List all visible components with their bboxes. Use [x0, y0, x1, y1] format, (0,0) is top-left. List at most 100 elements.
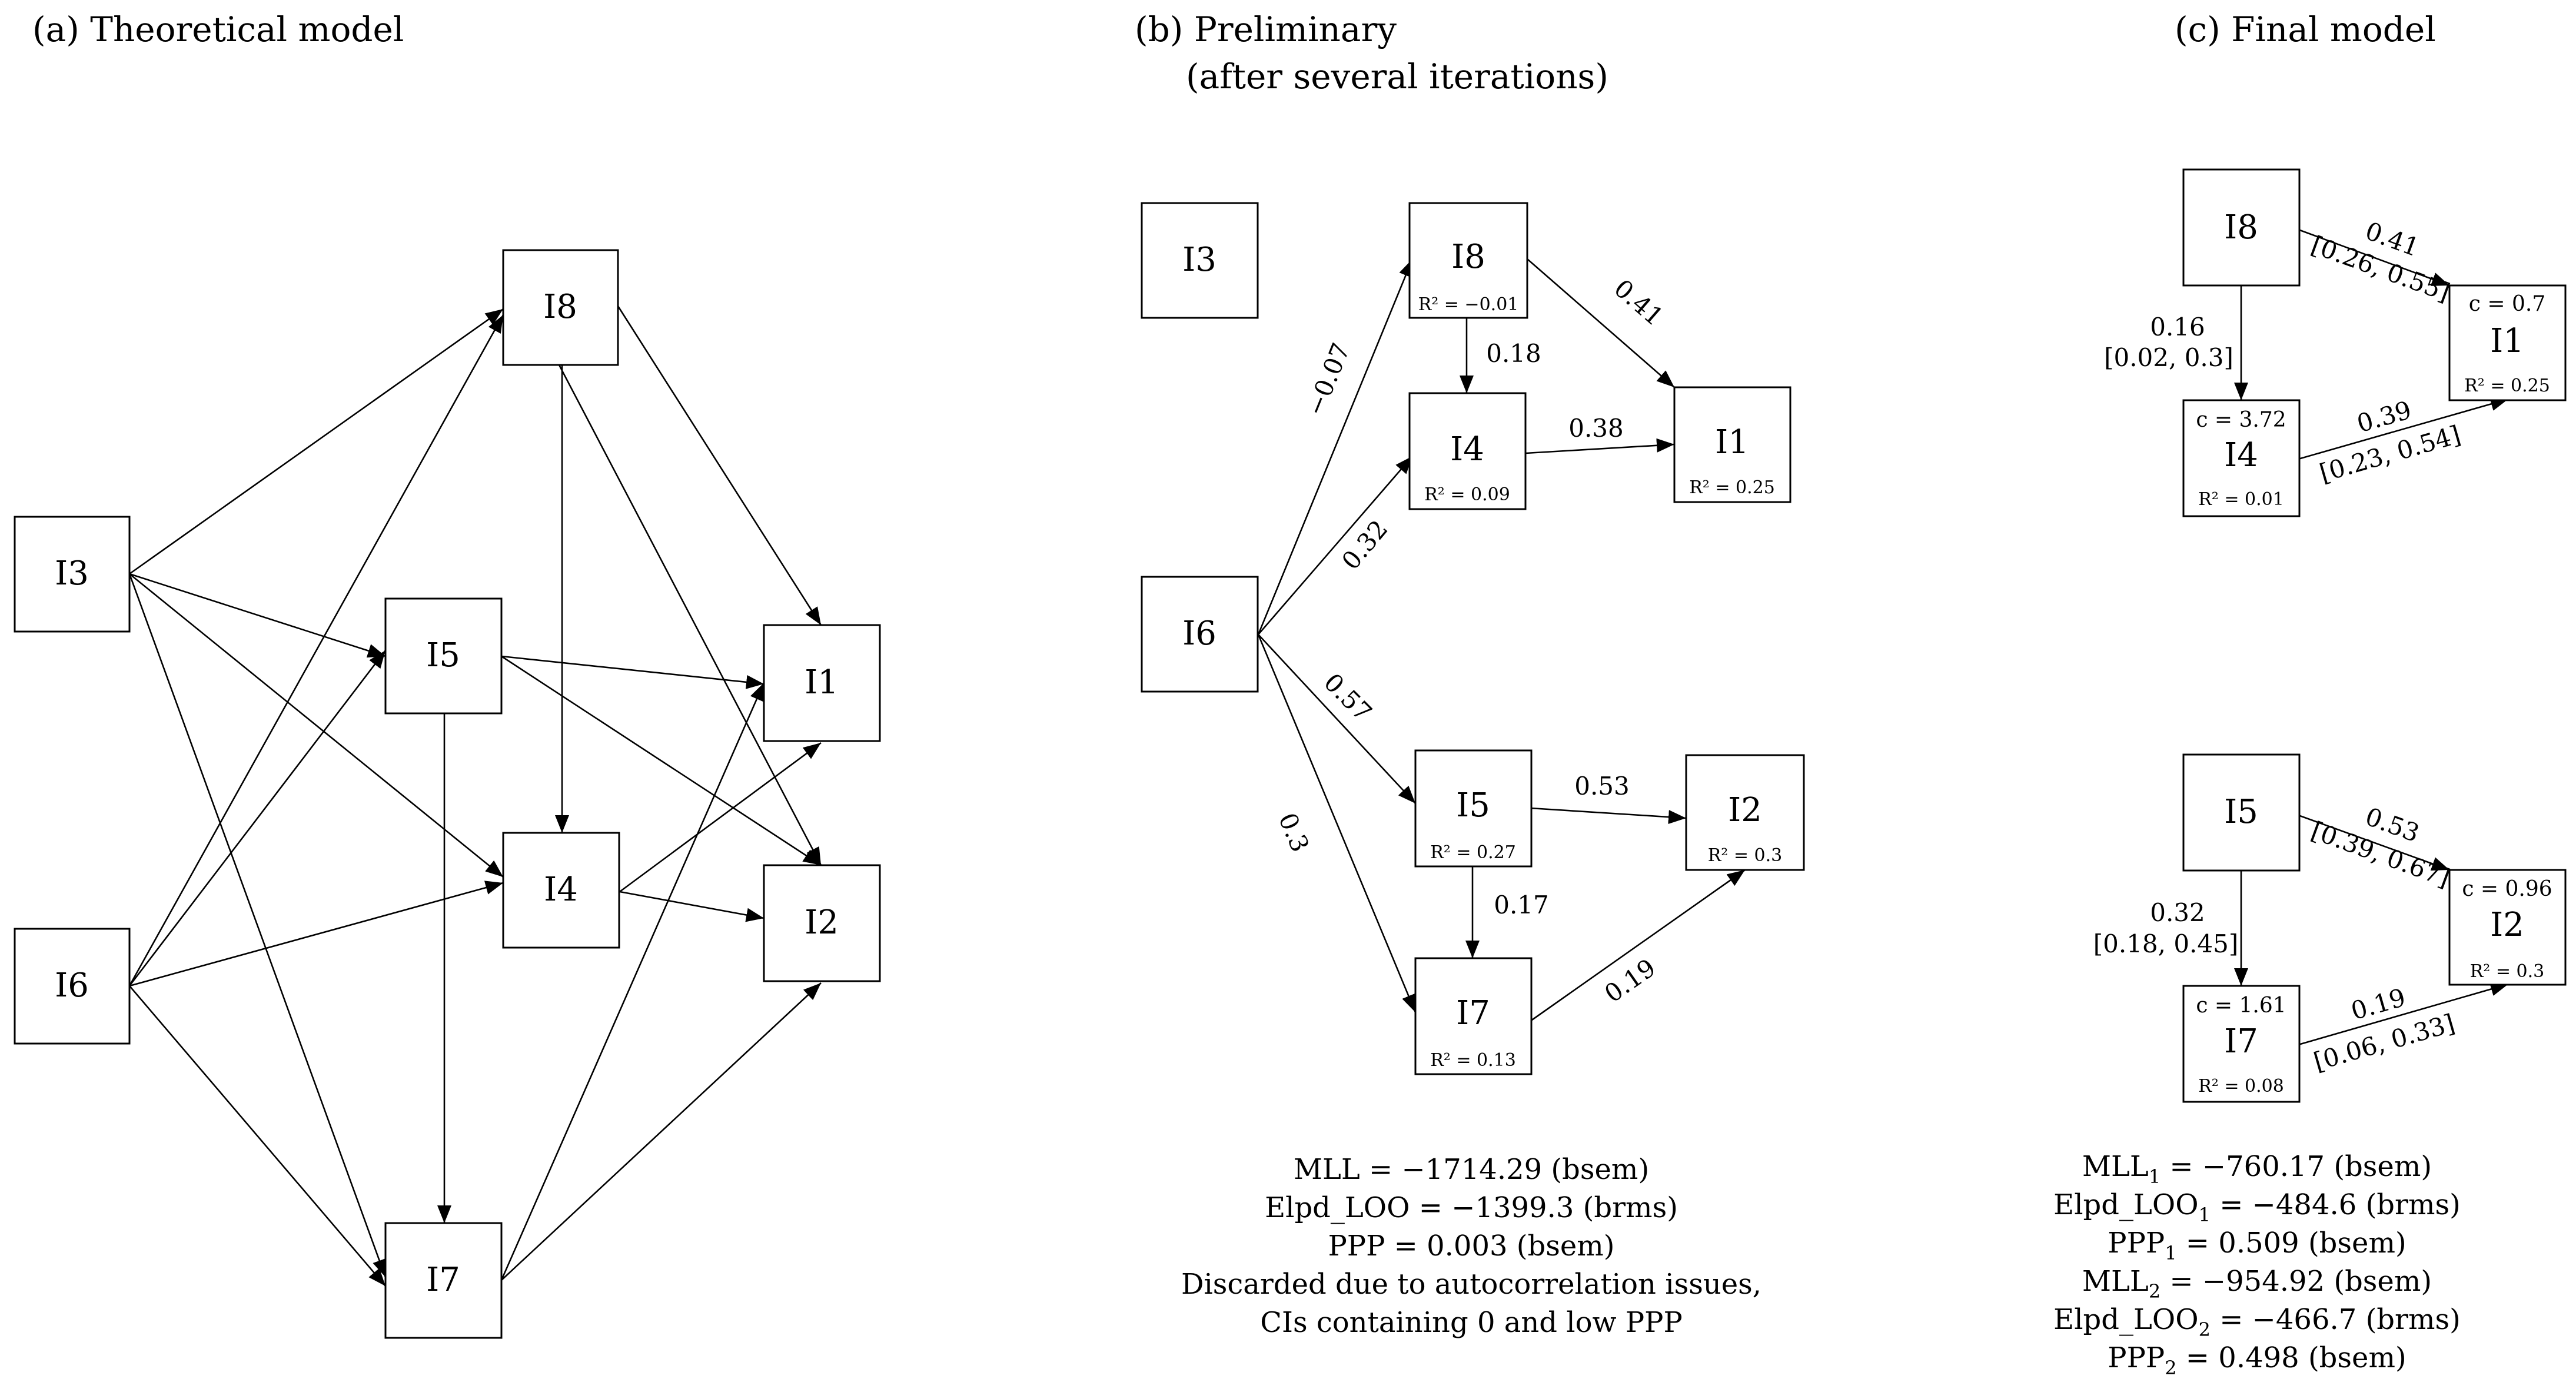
stats-line: PPP = 0.003 (bsem) — [1328, 1230, 1614, 1263]
stats-prefix: MLL — [2082, 1265, 2149, 1298]
edge-ci-c-i7-i2: [0.06, 0.33] — [2311, 1009, 2458, 1077]
edge-a-i8-i2 — [558, 364, 822, 866]
edge-label-b-i7-i2: 0.19 — [1599, 953, 1661, 1008]
node-label: I5 — [2224, 793, 2258, 831]
stats-line: MLL1 = −760.17 (bsem) — [2082, 1150, 2432, 1188]
edge-a-i4-i1 — [619, 742, 822, 893]
panel-b-title: (b) Preliminary — [1135, 9, 1397, 49]
node-c-i7: c = 1.61 I7 R² = 0.08 — [2182, 985, 2301, 1103]
node-label: I6 — [55, 966, 89, 1005]
r2-label: R² = −0.01 — [1418, 294, 1519, 315]
r2-label: R² = 0.3 — [1708, 845, 1783, 866]
edge-label-b-i8-i1: 0.41 — [1608, 274, 1669, 331]
panel-a-title: (a) Theoretical model — [32, 9, 404, 49]
r2-label: R² = 0.25 — [1689, 477, 1775, 498]
edge-est-c-i4-i1: 0.39 — [2354, 396, 2414, 438]
edge-a-i5-i2 — [501, 655, 822, 866]
edge-a-i6-i4 — [129, 881, 504, 987]
edge-label-b-i6-i7: 0.3 — [1273, 809, 1315, 856]
stats-line: Elpd_LOO2 = −466.7 (brms) — [2053, 1303, 2461, 1341]
edge-a-i6-i5 — [128, 650, 387, 986]
edge-est-c-i8-i4: 0.16 — [2150, 313, 2205, 341]
panel-a-nodes: I3 I6 I8 I5 I4 I7 — [14, 249, 881, 1339]
r2-label: R² = 0.3 — [2470, 961, 2545, 982]
node-b-i5: I5 R² = 0.27 — [1414, 749, 1533, 868]
node-a-i4: I4 — [502, 832, 620, 949]
panel-c-stats: MLL1 = −760.17 (bsem) Elpd_LOO1 = −484.6… — [2053, 1150, 2461, 1379]
stats-subscript: 1 — [2165, 1242, 2176, 1264]
c-label: c = 0.7 — [2469, 292, 2545, 316]
stats-rest: = 0.498 (bsem) — [2177, 1341, 2407, 1374]
edge-c-i5-i2 — [2298, 814, 2450, 871]
r2-label: R² = 0.27 — [1430, 842, 1516, 863]
r2-label: R² = 0.01 — [2198, 489, 2284, 510]
edge-ci-c-i5-i7: [0.18, 0.45] — [2093, 929, 2239, 958]
panel-c-title: (c) Final model — [2175, 9, 2436, 49]
edge-label-b-i5-i7: 0.17 — [1494, 891, 1549, 919]
node-a-i7: I7 — [384, 1222, 503, 1339]
node-b-i3: I3 — [1141, 202, 1259, 319]
node-label: I4 — [1450, 430, 1484, 469]
node-a-i1: I1 — [763, 624, 881, 742]
panel-b-edge-labels: −0.07 0.32 0.57 0.3 0.18 0.41 0.38 0.53 … — [1273, 274, 1669, 1008]
edge-label-b-i6-i8: −0.07 — [1301, 339, 1356, 420]
node-b-i2: I2 R² = 0.3 — [1685, 754, 1805, 871]
stats-prefix: PPP — [2108, 1227, 2165, 1260]
stats-prefix: Elpd_LOO — [2053, 1303, 2198, 1336]
edge-label-b-i6-i4: 0.32 — [1336, 514, 1394, 575]
stats-subscript: 2 — [2149, 1280, 2160, 1303]
stats-subscript: 2 — [2165, 1357, 2176, 1379]
edge-a-i3-i4 — [129, 573, 504, 878]
edge-ci-c-i4-i1: [0.23, 0.54] — [2316, 420, 2464, 488]
node-label: I4 — [544, 871, 578, 909]
edge-c-i7-i2 — [2298, 982, 2509, 1046]
stats-prefix: MLL — [2082, 1150, 2149, 1183]
c-label: c = 0.96 — [2462, 877, 2552, 901]
edge-b-i6-i4 — [1258, 456, 1413, 635]
panel-b-stats: MLL = −1714.29 (bsem) Elpd_LOO = −1399.3… — [1181, 1153, 1761, 1339]
panel-c-nodes: I8 c = 3.72 I4 R² = 0.01 c = 0.7 I1 R² =… — [2182, 168, 2567, 1103]
edge-b-i7-i2 — [1530, 869, 1746, 1022]
panel-c-edges — [2234, 228, 2509, 1046]
edge-b-i8-i1 — [1527, 258, 1675, 388]
node-c-i1: c = 0.7 I1 R² = 0.25 — [2448, 284, 2567, 401]
node-label: I7 — [2224, 1022, 2258, 1061]
panel-c-edge-labels: 0.41 [0.26, 0.55] 0.16 [0.02, 0.3] 0.39 … — [2093, 216, 2464, 1076]
node-b-i6: I6 — [1141, 576, 1259, 693]
edge-a-i3-i7 — [128, 573, 387, 1278]
edge-a-i7-i1 — [500, 682, 765, 1281]
edge-label-b-i6-i5: 0.57 — [1318, 667, 1378, 727]
node-a-i6: I6 — [14, 928, 131, 1045]
node-label: I8 — [543, 288, 577, 326]
stats-line: PPP2 = 0.498 (bsem) — [2108, 1341, 2406, 1379]
node-label: I8 — [2224, 208, 2258, 247]
panel-c: (c) Final model 0.41 [0.26, 0.55] 0.16 [… — [2053, 9, 2567, 1379]
stats-prefix: PPP — [2108, 1341, 2165, 1374]
node-label: I2 — [805, 903, 839, 942]
stats-subscript: 1 — [2199, 1204, 2211, 1226]
edge-a-i3-i5 — [129, 573, 386, 658]
edge-c-i4-i1 — [2298, 397, 2509, 460]
edge-label-b-i4-i1: 0.38 — [1568, 414, 1624, 443]
stats-line: Elpd_LOO1 = −484.6 (brms) — [2053, 1188, 2461, 1226]
stats-rest: = −760.17 (bsem) — [2160, 1150, 2432, 1183]
node-a-i2: I2 — [763, 864, 881, 982]
stats-line: MLL = −1714.29 (bsem) — [1294, 1153, 1649, 1186]
edge-b-i6-i8 — [1257, 258, 1414, 635]
stats-line: PPP1 = 0.509 (bsem) — [2108, 1227, 2406, 1264]
stats-line: MLL2 = −954.92 (bsem) — [2082, 1265, 2432, 1303]
stats-subscript: 1 — [2149, 1165, 2160, 1188]
edge-b-i6-i5 — [1258, 634, 1416, 804]
panel-a: (a) Theoretical model — [14, 9, 881, 1339]
node-b-i4: I4 R² = 0.09 — [1408, 392, 1527, 510]
edge-a-i6-i7 — [129, 985, 386, 1287]
node-c-i2: c = 0.96 I2 R² = 0.3 — [2448, 869, 2567, 986]
c-label: c = 1.61 — [2196, 994, 2286, 1018]
node-label: I7 — [1456, 994, 1490, 1032]
node-b-i7: I7 R² = 0.13 — [1414, 957, 1533, 1075]
edge-est-c-i5-i7: 0.32 — [2150, 898, 2205, 927]
node-label: I5 — [426, 636, 460, 675]
edge-a-i3-i8 — [129, 308, 504, 575]
node-a-i3: I3 — [14, 516, 131, 633]
